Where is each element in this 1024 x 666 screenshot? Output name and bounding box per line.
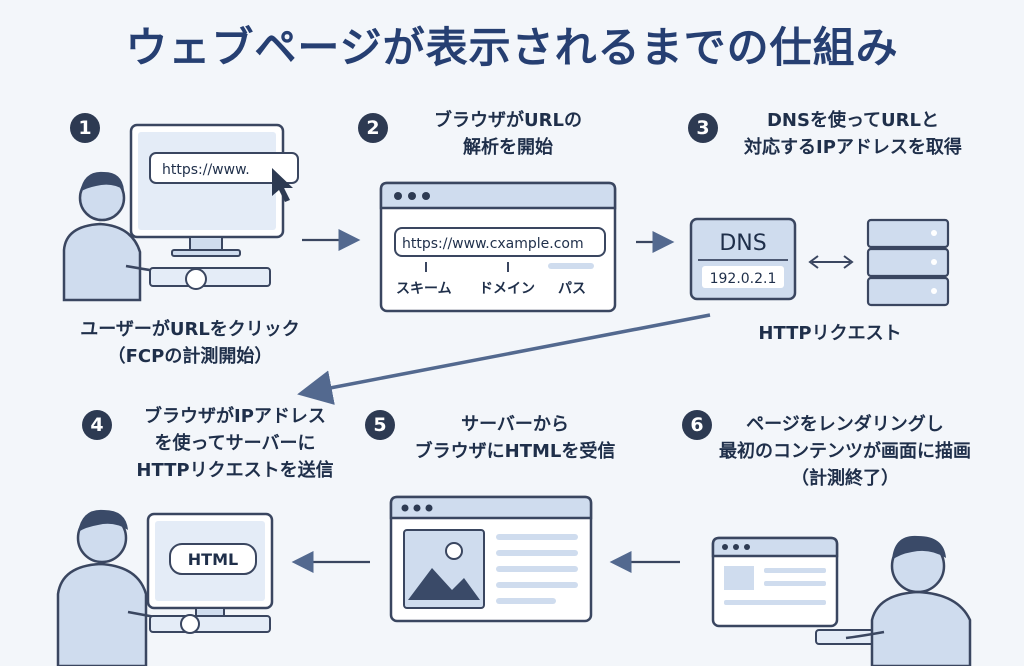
page-title: ウェブページが表示されるまでの仕組み: [125, 23, 899, 72]
step3-number-badge: 3: [688, 113, 718, 143]
arrow-3-to-4: [297, 313, 711, 405]
step1-url-text: https://www.: [162, 162, 250, 178]
step1-label: ユーザーがURLをクリック （FCPの計測開始）: [60, 316, 320, 370]
server-icon: [866, 218, 950, 307]
step2-label-line2: 解析を開始: [463, 137, 553, 158]
step2-part-path: パス: [558, 281, 586, 297]
step2-number-badge: 2: [358, 113, 388, 143]
step4-html-text: HTML: [188, 550, 238, 569]
step4-html-box: [169, 543, 257, 575]
step2-part-scheme: スキーム: [396, 281, 452, 297]
cursor-icon: [272, 168, 293, 202]
step4-label-line2: を使ってサーバーに: [154, 433, 316, 454]
step5-illustration: [389, 495, 593, 623]
step3-label-line1: DNSを使ってURLと: [766, 110, 939, 131]
step1-label-line1: ユーザーがURLをクリック: [80, 319, 300, 340]
step2-label-line1: ブラウザがURLの: [434, 110, 582, 131]
step5-label-line1: サーバーから: [461, 414, 569, 435]
step6-label-line3: （計測終了）: [791, 468, 899, 489]
step6-label: ページをレンダリングし 最初のコンテンツが画面に描画 （計測終了）: [700, 411, 990, 492]
step2-label: ブラウザがURLの 解析を開始: [398, 107, 618, 161]
step5-label: サーバーから ブラウザにHTMLを受信: [390, 411, 640, 465]
step5-number-badge: 5: [365, 410, 395, 440]
step4-label-line3: HTTPリクエストを送信: [136, 460, 334, 481]
step6-illustration: [711, 535, 972, 666]
step1-label-line2: （FCPの計測開始）: [107, 346, 273, 367]
step1-number-badge: 1: [70, 113, 100, 143]
step4-number-badge: 4: [82, 410, 112, 440]
step1-keyboard: [149, 267, 271, 287]
step6-number-badge: 6: [682, 410, 712, 440]
http-request-label: HTTPリクエスト: [758, 323, 902, 344]
step2-url-bar: [394, 227, 606, 257]
dns-ip: 192.0.2.1: [710, 271, 777, 287]
step4-keyboard: [149, 615, 271, 633]
step1-person-body: [62, 222, 142, 302]
step3-label-line2: 対応するIPアドレスを取得: [744, 137, 962, 158]
step1-illustration: https://www.: [62, 123, 299, 302]
step4-label-line1: ブラウザがIPアドレス: [144, 406, 326, 427]
step4-label: ブラウザがIPアドレス を使ってサーバーに HTTPリクエストを送信: [110, 403, 360, 484]
step4-person-body: [56, 562, 148, 666]
step6-label-line1: ページをレンダリングし: [746, 414, 944, 435]
step3-illustration: DNS 192.0.2.1: [689, 217, 950, 307]
step4-illustration: HTML: [56, 509, 274, 666]
step6-person-body: [870, 590, 972, 666]
step2-url-text: https://www.cxample.com: [402, 236, 584, 252]
step3-label: DNSを使ってURLと 対応するIPアドレスを取得: [708, 107, 998, 161]
step2-part-domain: ドメイン: [479, 281, 535, 297]
step2-illustration: https://www.cxample.com スキーム ドメイン パス: [379, 181, 617, 313]
dns-title: DNS: [719, 231, 766, 256]
step6-label-line2: 最初のコンテンツが画面に描画: [719, 441, 971, 462]
step1-url-box: [149, 152, 299, 184]
step5-label-line2: ブラウザにHTMLを受信: [414, 441, 616, 462]
